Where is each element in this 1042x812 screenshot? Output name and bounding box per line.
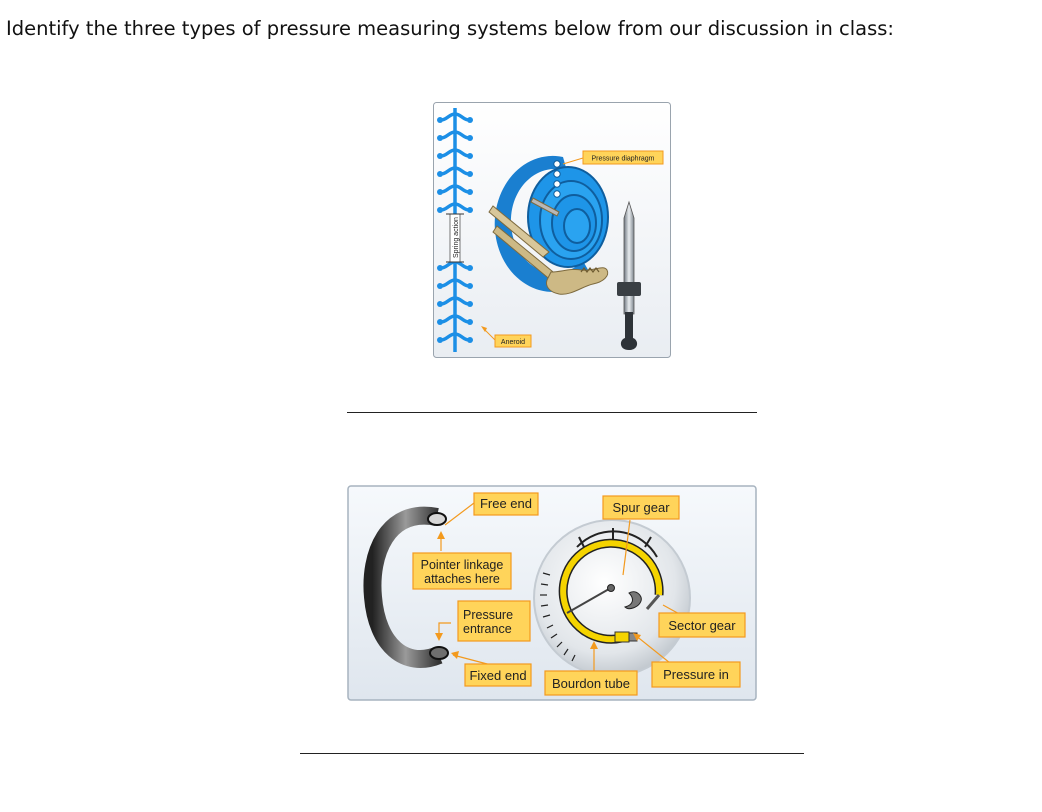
bourdon-tube-label: Bourdon tube: [552, 676, 630, 691]
pressure-entrance-label-line1: Pressure: [463, 608, 513, 622]
free-end-callout: Free end: [473, 492, 539, 516]
pressure-in-callout: Pressure in: [651, 661, 741, 688]
free-end-label: Free end: [480, 496, 532, 511]
pressure-entrance-label-line2: entrance: [463, 622, 512, 636]
pressure-diaphragm-label: Pressure diaphragm: [591, 156, 654, 163]
sector-gear-callout: Sector gear: [658, 612, 746, 638]
pointer-needle-icon: [617, 200, 641, 350]
question-text: Identify the three types of pressure mea…: [6, 17, 894, 40]
sector-gear-label: Sector gear: [668, 618, 736, 633]
pointer-linkage-callout: Pointer linkage attaches here: [412, 552, 512, 590]
spur-gear-label: Spur gear: [612, 500, 670, 515]
aneroid-label: Aneroid: [501, 339, 525, 346]
gauge-dial-icon: [533, 519, 691, 677]
fixed-end-callout: Fixed end: [464, 663, 532, 687]
linkage-icon: [488, 197, 609, 295]
pressure-diaphragm-callout: Pressure diaphragm: [562, 150, 664, 165]
spring-action-label: Spring action: [453, 217, 460, 258]
spur-gear-callout: Spur gear: [602, 495, 680, 520]
pointer-linkage-label-line2: attaches here: [424, 572, 500, 586]
pressure-in-label: Pressure in: [663, 667, 729, 682]
diaphragm-figure: Spring action: [433, 102, 671, 358]
pressure-diaphragm-icon: [494, 155, 609, 292]
pointer-linkage-label-line1: Pointer linkage: [421, 558, 504, 572]
bourdon-tube-callout: Bourdon tube: [544, 670, 638, 696]
bourdon-tube-figure: Free end Spur gear Pointer linkage attac…: [347, 485, 757, 701]
answer-blank-1[interactable]: [347, 412, 757, 413]
aneroid-callout: Aneroid: [481, 326, 532, 348]
pressure-entrance-callout: Pressure entrance: [457, 600, 531, 642]
fixed-end-label: Fixed end: [469, 668, 526, 683]
c-tube-icon: [363, 506, 449, 668]
answer-blank-2[interactable]: [300, 753, 804, 754]
